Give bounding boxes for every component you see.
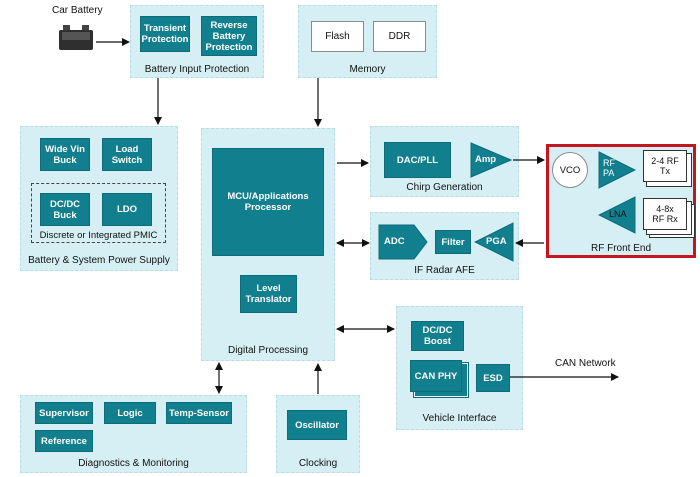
logic-block[interactable]: Logic <box>104 402 156 424</box>
rf-pa-triangle[interactable] <box>598 151 636 189</box>
oscillator-block[interactable]: Oscillator <box>287 410 347 440</box>
flash-block[interactable]: Flash <box>311 21 364 52</box>
tx-block[interactable]: 2-4 RF Tx <box>643 150 687 182</box>
wide-vin-buck-block[interactable]: Wide Vin Buck <box>40 138 90 171</box>
reverse-battery-protection-block[interactable]: Reverse Battery Protection <box>201 16 257 56</box>
vco-block[interactable]: VCO <box>552 152 588 188</box>
dac-pll-block[interactable]: DAC/PLL <box>384 142 451 178</box>
lna-label: LNA <box>609 209 627 219</box>
memory-caption: Memory <box>349 64 386 75</box>
digital-processing-caption: Digital Processing <box>227 345 309 356</box>
can-phy-block[interactable]: CAN PHY <box>410 360 462 392</box>
mcu-processor-block[interactable]: MCU/Applications Processor <box>212 148 324 256</box>
reference-block[interactable]: Reference <box>35 430 93 452</box>
ldo-block[interactable]: LDO <box>102 193 152 226</box>
amp-triangle[interactable] <box>470 142 512 178</box>
if-radar-afe-caption: IF Radar AFE <box>414 265 475 276</box>
chirp-generation-caption: Chirp Generation <box>406 182 483 193</box>
level-translator-block[interactable]: Level Translator <box>240 275 297 313</box>
pmic-caption: Discrete or Integrated PMIC <box>39 230 158 241</box>
battery-input-caption: Battery Input Protection <box>144 64 250 75</box>
adc-shape[interactable] <box>378 224 428 260</box>
load-switch-block[interactable]: Load Switch <box>102 138 152 171</box>
lna-triangle[interactable] <box>598 196 636 234</box>
rx-block[interactable]: 4-8x RF Rx <box>643 198 687 230</box>
diagnostics-caption: Diagnostics & Monitoring <box>78 458 189 469</box>
adc-label: ADC <box>384 236 405 247</box>
dcdc-buck-block[interactable]: DC/DC Buck <box>40 193 90 226</box>
filter-block[interactable]: Filter <box>435 230 471 254</box>
pga-label: PGA <box>486 236 507 247</box>
dcdc-boost-block[interactable]: DC/DC Boost <box>411 321 464 351</box>
can-network-label: CAN Network <box>555 358 616 369</box>
car-battery-label: Car Battery <box>52 5 103 16</box>
car-battery-icon <box>59 25 93 50</box>
vehicle-interface-caption: Vehicle Interface <box>422 413 497 424</box>
amp-label: Amp <box>475 154 497 165</box>
transient-protection-block[interactable]: Transient Protection <box>140 16 190 52</box>
rf-pa-label: RF PA <box>603 158 615 178</box>
esd-block[interactable]: ESD <box>476 364 510 392</box>
power-supply-caption: Battery & System Power Supply <box>28 255 170 266</box>
temp-sensor-block[interactable]: Temp-Sensor <box>166 402 232 424</box>
clocking-caption: Clocking <box>298 458 338 469</box>
supervisor-block[interactable]: Supervisor <box>35 402 93 424</box>
ddr-block[interactable]: DDR <box>373 21 426 52</box>
pga-triangle[interactable] <box>474 222 514 262</box>
rf-front-end-caption: RF Front End <box>590 243 652 254</box>
vco-label: VCO <box>559 164 581 176</box>
pmic-group: Discrete or Integrated PMIC <box>31 183 166 243</box>
